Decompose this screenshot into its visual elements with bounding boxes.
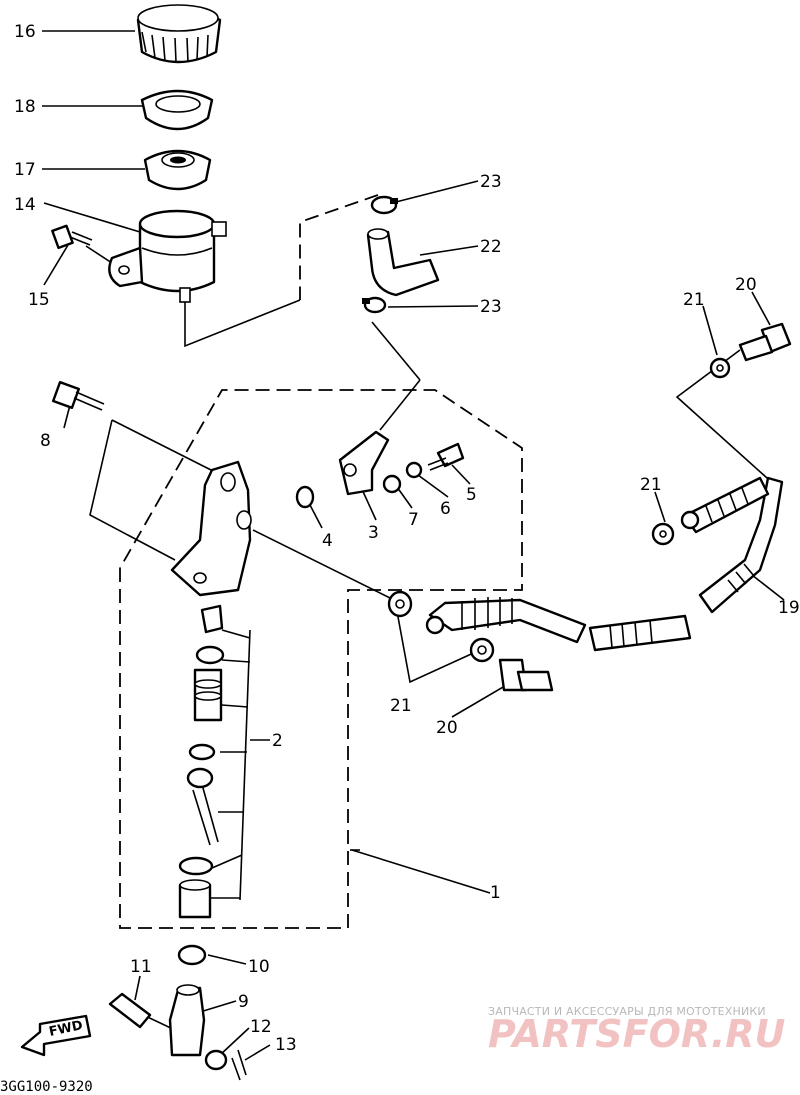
watermark-logo: PARTSFOR.RU [488,1012,786,1056]
callout-19: 19 [778,598,800,618]
callout-14: 14 [14,195,36,215]
watermark-tagline: ЗАПЧАСТИ И АКСЕССУАРЫ ДЛЯ МОТОТЕХНИКИ [488,1005,766,1018]
part-4-oring [295,485,315,509]
part-23-clamp-bottom [362,296,387,314]
part-1-body [170,460,252,597]
callout-16: 16 [14,22,36,42]
callout-2: 2 [272,731,283,751]
part-15-bolt [51,224,93,250]
part-16-cap [136,4,222,64]
callout-9: 9 [238,992,249,1012]
part-21-washer-mid [387,590,413,618]
part-9-clevis [168,984,206,1057]
part-20-bolt-top [738,322,792,362]
callout-23b: 23 [480,297,502,317]
callout-10: 10 [248,957,270,977]
part-22-hose [366,228,440,297]
callout-22: 22 [480,237,502,257]
part-13-cotter-pin [231,1049,247,1081]
callout-15: 15 [28,290,50,310]
part-14-reservoir [108,209,227,303]
callout-6: 6 [440,499,451,519]
part-20-bolt-low [498,658,554,692]
part-17-diaphragm [143,149,212,191]
callout-1: 1 [490,883,501,903]
part-10-nut [177,944,207,966]
callout-labels: 16 18 17 14 15 23 22 23 21 20 21 19 8 4 … [14,22,800,1055]
leader-lines [42,30,785,1061]
callout-23a: 23 [480,172,502,192]
part-8-bolt [51,380,105,411]
watermark: ЗАПЧАСТИ И АКСЕССУАРЫ ДЛЯ МОТОТЕХНИКИ PA… [488,1005,786,1056]
callout-20a: 20 [735,275,757,295]
callout-5: 5 [466,485,477,505]
part-3-joint [338,430,390,496]
callout-3: 3 [368,523,379,543]
part-21-washer-top [709,357,731,379]
callout-13: 13 [275,1035,297,1055]
part-23-clamp-top [370,195,398,215]
part-2-kit [178,604,225,919]
callout-12: 12 [250,1017,272,1037]
part-12-washer [204,1049,228,1071]
part-6-washer [405,461,423,479]
callout-21c: 21 [390,696,412,716]
fwd-label: FWD [48,1018,85,1040]
dashed-group-lines [119,194,523,929]
fwd-arrow-icon: FWD [20,1014,92,1057]
callout-21a: 21 [683,290,705,310]
part-11-pin [108,992,152,1029]
part-19-brake-hose [425,476,784,652]
part-18-plate [140,89,214,131]
callout-21b: 21 [640,475,662,495]
callout-7: 7 [408,510,419,530]
part-7-washer [382,474,402,494]
drawing-code: 3GG100-9320 [0,1079,93,1095]
part-21-washer-low [469,637,495,663]
callout-4: 4 [322,531,333,551]
part-21-washer-right [651,522,675,546]
part-5-bolt [427,442,465,471]
callout-18: 18 [14,97,36,117]
callout-8: 8 [40,431,51,451]
callout-20b: 20 [436,718,458,738]
callout-11: 11 [130,957,152,977]
callout-17: 17 [14,160,36,180]
